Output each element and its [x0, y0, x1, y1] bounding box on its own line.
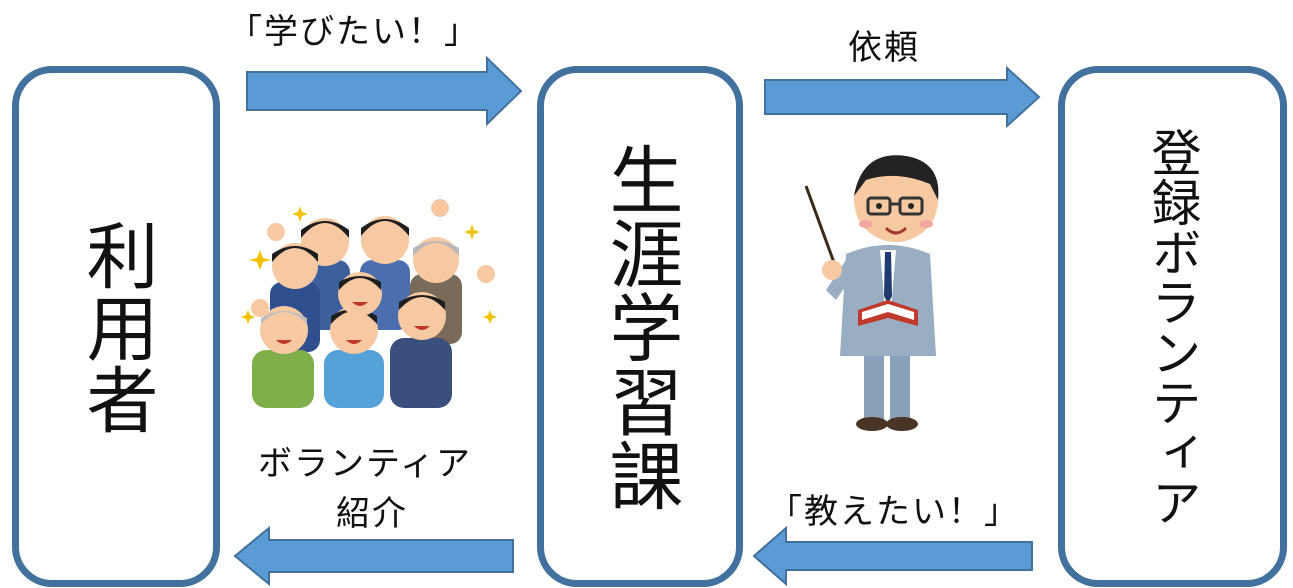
- arrow-want-to-learn: [246, 56, 523, 126]
- arrow-request: [764, 66, 1041, 129]
- teacher-with-pointer-illustration: [804, 155, 939, 431]
- want-to-learn-label: 「学びたい！」: [228, 12, 480, 52]
- user-box-label: 利用者: [74, 218, 158, 435]
- volunteer-box-label: 登録ボランティア: [1143, 126, 1202, 527]
- request-label: 依頼: [848, 28, 920, 68]
- arrow-want-to-teach: [752, 526, 1033, 587]
- lifelong-learning-box: 生涯学習課: [537, 66, 743, 587]
- volunteer-intro-label-line2: 紹介: [336, 494, 408, 534]
- arrow-volunteer-intro: [233, 526, 514, 587]
- want-to-teach-label: 「教えたい！」: [768, 492, 1020, 532]
- lifelong-learning-box-label: 生涯学習課: [597, 141, 683, 512]
- volunteer-box: 登録ボランティア: [1058, 66, 1287, 587]
- volunteer-intro-label-line1: ボランティア: [258, 444, 472, 484]
- user-box: 利用者: [12, 66, 220, 587]
- group-of-people-illustration: [241, 199, 497, 408]
